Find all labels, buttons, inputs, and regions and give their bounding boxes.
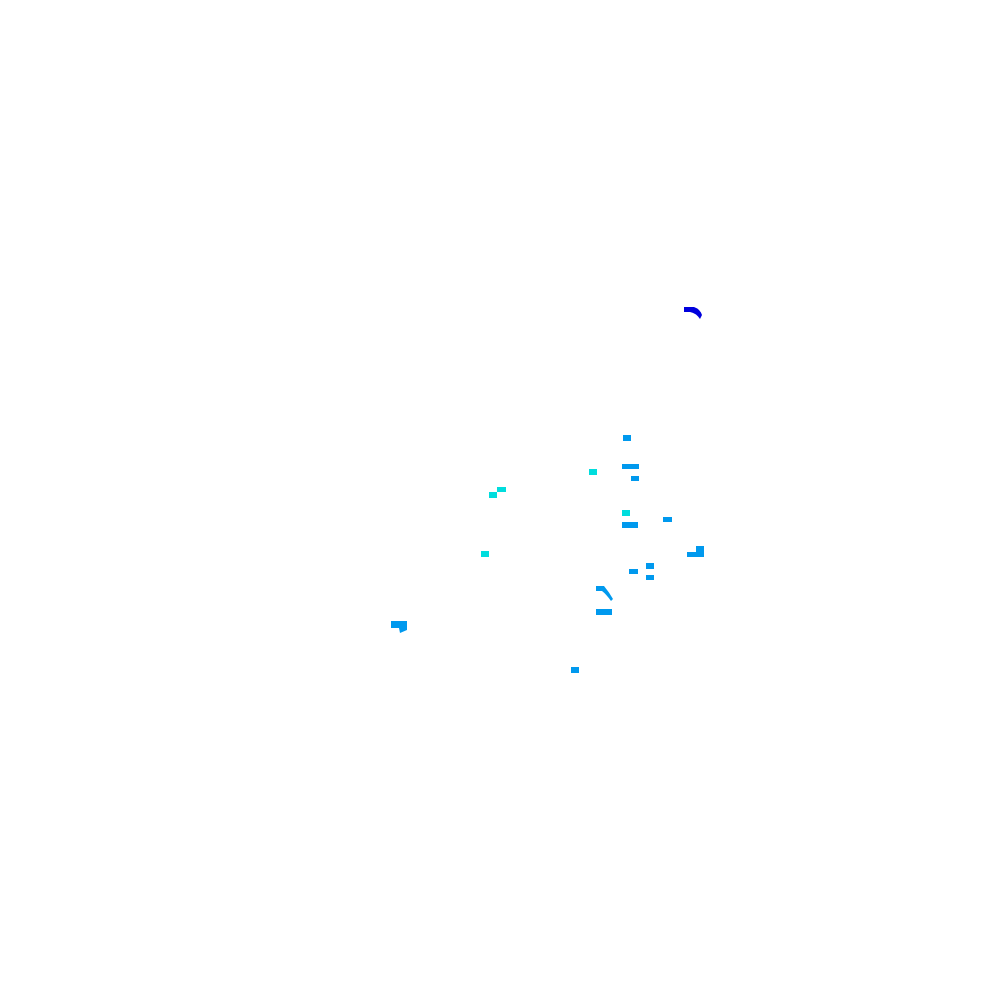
azure-fragment <box>646 563 654 569</box>
azure-fragment <box>623 435 631 441</box>
fragment-group <box>391 307 704 673</box>
azure-fragment <box>663 517 672 522</box>
azure-fragment <box>596 609 612 615</box>
azure-fragment <box>622 522 638 528</box>
azure-fragment <box>596 586 613 601</box>
cyan-fragment <box>497 487 506 492</box>
cyan-fragment <box>589 469 597 475</box>
cyan-fragment <box>481 551 489 557</box>
azure-fragment <box>629 569 638 574</box>
azure-fragment <box>391 621 407 633</box>
azure-fragment <box>646 575 654 580</box>
azure-fragment <box>622 464 639 469</box>
cyan-fragment <box>622 510 630 516</box>
dark-blue-fragment <box>684 307 702 319</box>
cyan-fragment <box>489 492 497 498</box>
azure-fragment <box>687 546 704 557</box>
azure-fragment <box>631 476 639 481</box>
azure-fragment <box>571 667 579 673</box>
